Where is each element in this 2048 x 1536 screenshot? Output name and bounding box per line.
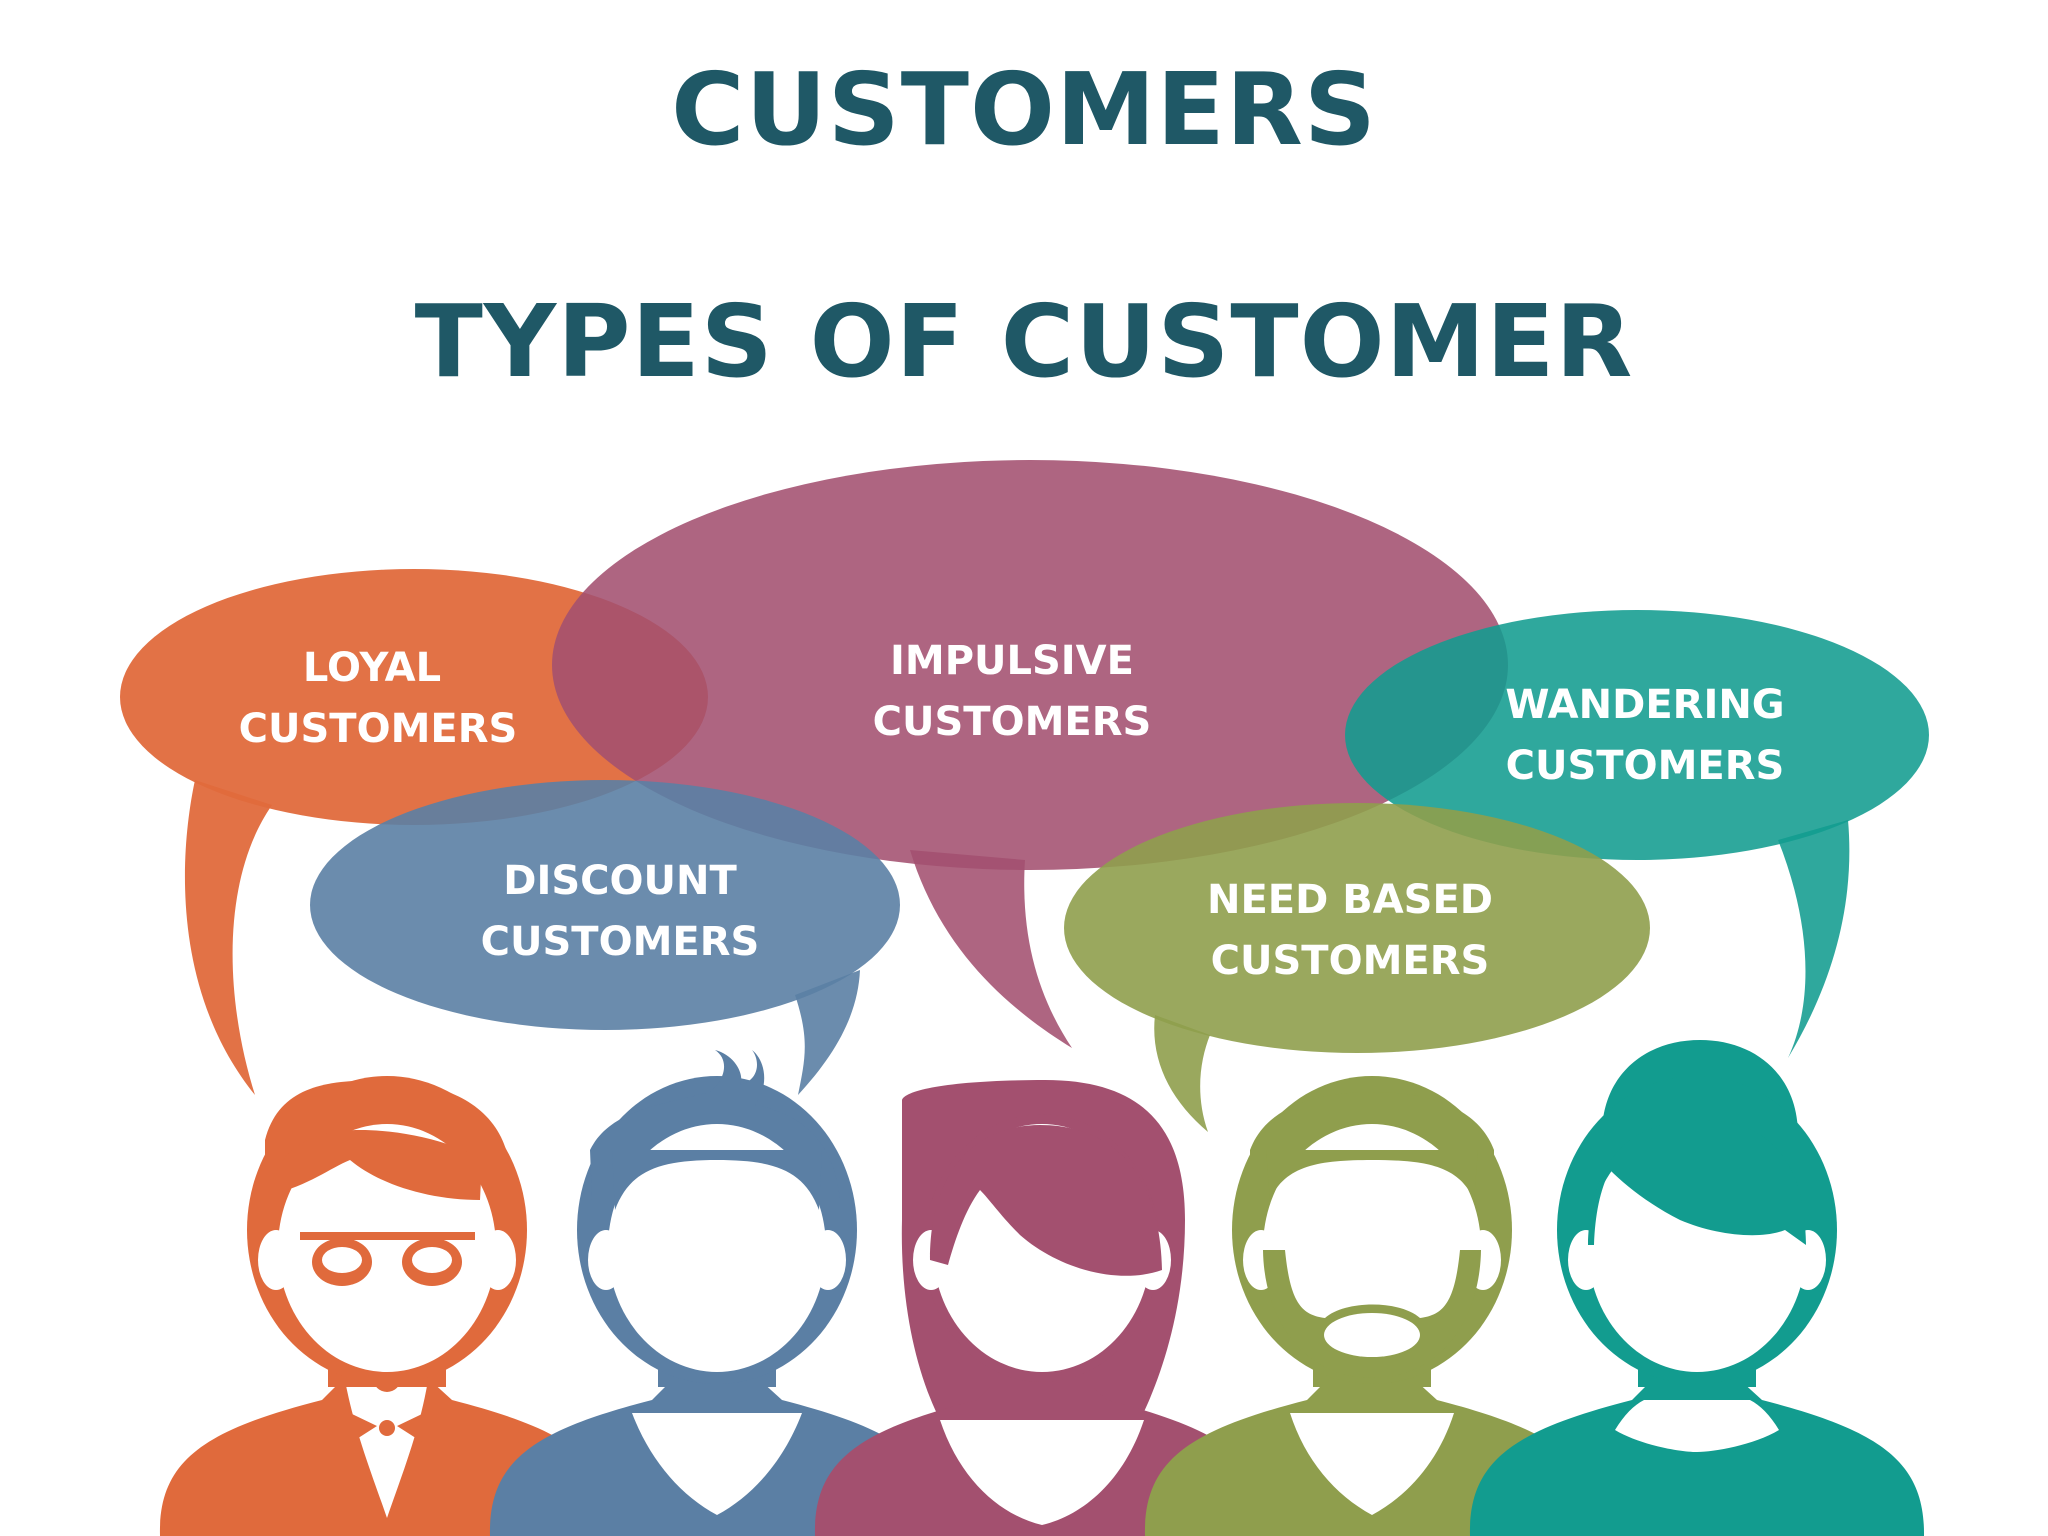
loyal-label-line1: LOYAL xyxy=(303,645,441,691)
need-based-label-line2: CUSTOMERS xyxy=(1211,938,1490,984)
impulsive-label-line2: CUSTOMERS xyxy=(873,699,1152,745)
bubble-impulsive-customers xyxy=(552,460,1508,1048)
person-man-quiff-icon xyxy=(489,1050,945,1536)
wandering-label-line2: CUSTOMERS xyxy=(1506,743,1785,789)
need-based-label-line1: NEED BASED xyxy=(1207,877,1493,923)
discount-label-line1: DISCOUNT xyxy=(503,858,737,904)
impulsive-label-line1: IMPULSIVE xyxy=(890,638,1134,684)
person-woman-long-hair-icon xyxy=(814,1080,1270,1536)
discount-label-line2: CUSTOMERS xyxy=(481,919,760,965)
person-man-beard-icon xyxy=(1144,1076,1600,1536)
bubble-discount-customers xyxy=(310,780,900,1095)
loyal-label-line2: CUSTOMERS xyxy=(239,706,518,752)
bubble-need-based-customers xyxy=(1064,803,1650,1132)
bubble-wandering-customers xyxy=(1345,610,1929,1058)
page-subtitle: TYPES OF CUSTOMER xyxy=(414,283,1634,400)
person-man-glasses-bowtie-icon xyxy=(159,1076,615,1536)
wandering-label-line1: WANDERING xyxy=(1505,682,1784,728)
person-woman-bun-icon xyxy=(1469,1040,1925,1536)
page-title: CUSTOMERS xyxy=(671,51,1377,168)
